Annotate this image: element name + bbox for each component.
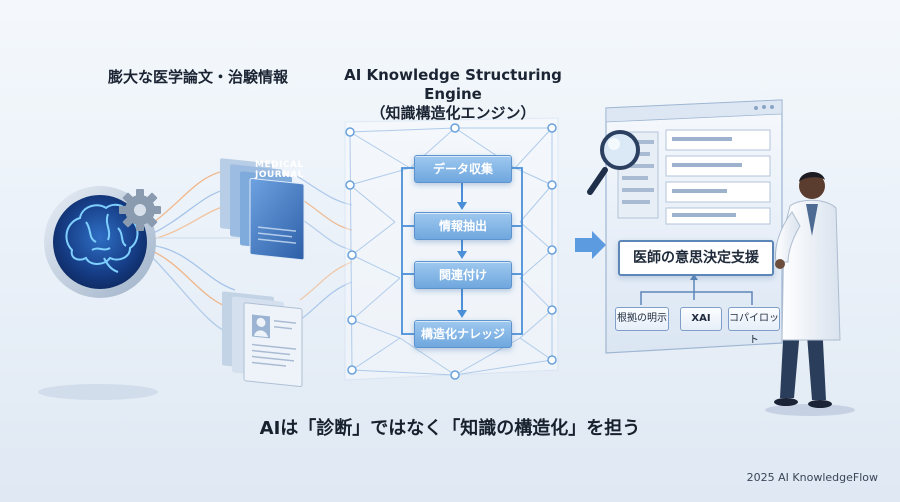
chip-copilot: コパイロット xyxy=(728,307,780,346)
chip-xai: XAI xyxy=(680,307,722,331)
journal-label-line1: MEDICAL xyxy=(255,160,304,170)
engine-caption: AI Knowledge Structuring Engine （知識構造化エン… xyxy=(318,66,588,123)
chip-evidence: 根拠の明示 xyxy=(615,307,669,331)
decision-support-label: 医師の意思決定支援 xyxy=(618,240,774,276)
engine-subtitle: （知識構造化エンジン） xyxy=(370,104,536,122)
patient-record-stack xyxy=(222,291,303,388)
magnifier-icon xyxy=(587,130,640,195)
step-association: 関連付け xyxy=(414,261,512,289)
step-information-extraction: 情報抽出 xyxy=(414,212,512,240)
step-data-collection: データ収集 xyxy=(414,155,512,183)
arrow-right-icon xyxy=(575,231,606,259)
decision-panel xyxy=(605,99,783,354)
copyright: 2025 AI KnowledgeFlow xyxy=(746,471,878,484)
step-structured-knowledge: 構造化ナレッジ xyxy=(414,320,512,348)
engine-panel xyxy=(344,117,559,381)
doctor-figure xyxy=(774,171,841,408)
journal-cover-label: MEDICAL JOURNAL xyxy=(255,160,303,180)
journal-stack xyxy=(220,158,305,261)
source-caption: 膨大な医学論文・治験情報 xyxy=(108,68,289,86)
journal-label-line2: JOURNAL xyxy=(255,170,304,180)
engine-title: AI Knowledge Structuring Engine xyxy=(344,66,562,103)
key-message: AIは「診断」ではなく「知識の構造化」を担う xyxy=(259,418,641,439)
gear-icon xyxy=(119,189,161,231)
